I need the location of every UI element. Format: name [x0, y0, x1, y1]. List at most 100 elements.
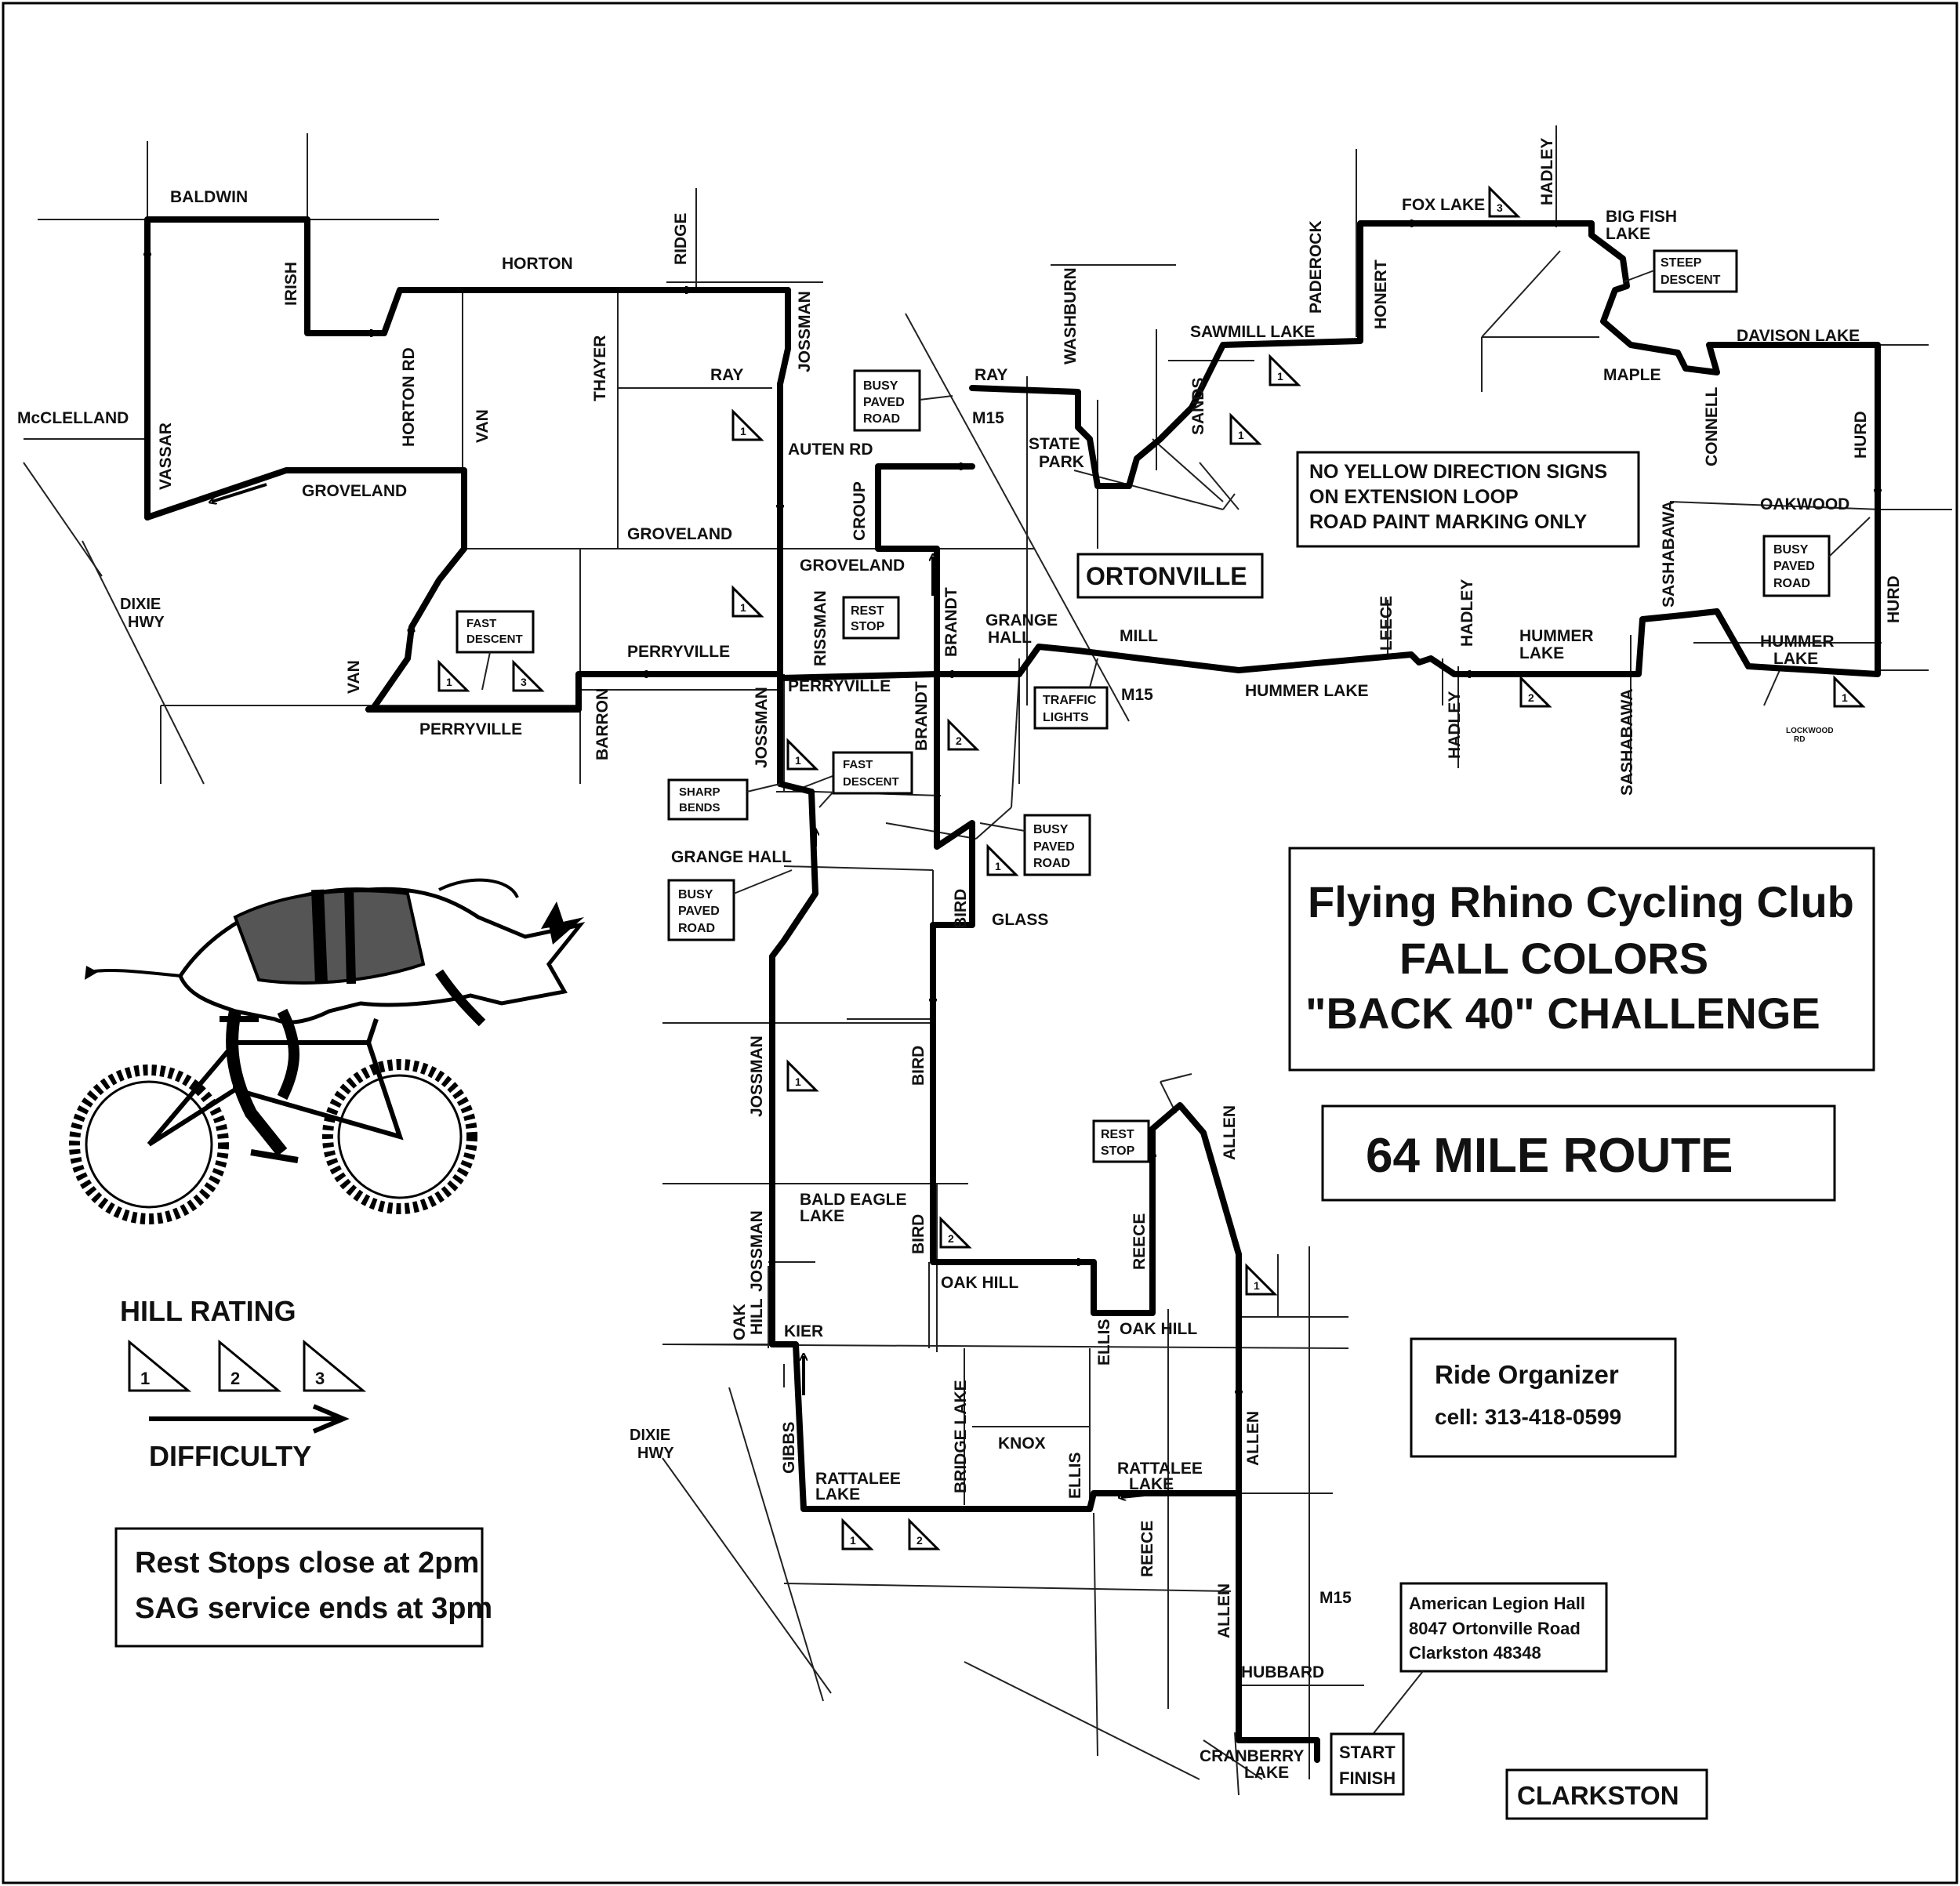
hill-marker-1: 1 [841, 1518, 874, 1551]
road-rattalee-lake-east-1: RATTALEE [1117, 1460, 1203, 1478]
svg-text:ROAD: ROAD [863, 412, 900, 426]
svg-text:CLARKSTON: CLARKSTON [1517, 1781, 1679, 1810]
road-hummer-lake-mid-2: LAKE [1519, 644, 1564, 662]
svg-text:3: 3 [1497, 201, 1503, 214]
hill-marker-2: 2 [908, 1518, 941, 1551]
road-oak-hill-v-2: HILL [748, 1298, 766, 1335]
road-ray-east: RAY [975, 366, 1007, 384]
svg-text:DESCENT: DESCENT [466, 633, 523, 646]
svg-text:Clarkston 48348: Clarkston 48348 [1409, 1643, 1541, 1663]
road-rissman: RISSMAN [811, 590, 829, 666]
hill-markers: 1 1 1 3 1 2 1 1 2 1 1 2 1 1 3 2 1 [437, 185, 1866, 1551]
svg-text:BUSY: BUSY [863, 379, 898, 393]
road-m15-middle: M15 [1121, 686, 1153, 704]
road-grange-hall: GRANGE HALL [671, 848, 792, 866]
road-kier: KIER [784, 1322, 823, 1340]
callouts: BUSY PAVED ROAD FAST DESCENT REST STOP T… [456, 249, 1871, 1163]
road-oak-hill-v-1: OAK [731, 1304, 749, 1340]
road-perryville-east: PERRYVILLE [788, 677, 891, 695]
road-hummer-lake-east-1: HUMMER [1760, 633, 1835, 651]
svg-text:Flying Rhino Cycling Club: Flying Rhino Cycling Club [1308, 877, 1854, 927]
hill-marker-1: 1 [786, 1059, 819, 1092]
road-hubbard: HUBBARD [1241, 1663, 1324, 1681]
svg-text:FALL COLORS: FALL COLORS [1399, 934, 1708, 983]
svg-text:Ride Organizer: Ride Organizer [1435, 1360, 1619, 1389]
svg-text:1: 1 [446, 676, 452, 688]
road-knox: KNOX [998, 1434, 1046, 1453]
svg-text:Rest Stops close at 2pm: Rest Stops close at 2pm [135, 1547, 479, 1580]
svg-text:2: 2 [916, 1534, 923, 1547]
svg-text:NO YELLOW DIRECTION SIGNS: NO YELLOW DIRECTION SIGNS [1309, 461, 1607, 483]
svg-text:1: 1 [795, 1075, 801, 1088]
callout-busy-paved-road-bird: BUSY PAVED ROAD [979, 814, 1091, 876]
hill-marker-2: 2 [947, 718, 980, 751]
svg-text:1: 1 [1277, 370, 1283, 383]
hill-marker-2: 2 [1519, 675, 1552, 708]
road-bird: BIRD [909, 1046, 927, 1086]
svg-text:LIGHTS: LIGHTS [1043, 711, 1089, 724]
hill-marker-1: 1 [986, 843, 1019, 876]
road-jossman-north: JOSSMAN [796, 291, 814, 372]
route-distance-box: 64 MILE ROUTE [1321, 1104, 1836, 1202]
road-auten-rd: AUTEN RD [788, 441, 873, 459]
svg-text:1: 1 [740, 601, 746, 614]
road-bird-south: BIRD [909, 1214, 927, 1254]
road-allen-north: ALLEN [1221, 1105, 1239, 1160]
road-hurd: HURD [1885, 575, 1903, 623]
svg-text:BUSY: BUSY [1773, 543, 1809, 557]
road-state-park-2: PARK [1039, 453, 1084, 471]
road-perryville-west: PERRYVILLE [419, 720, 522, 738]
legend-rating-3: 3 [303, 1339, 367, 1392]
road-dixie-hwy-south-1: DIXIE [630, 1427, 670, 1444]
rest-notice-box: Rest Stops close at 2pm SAG service ends… [114, 1527, 492, 1648]
road-leece: LEECE [1377, 596, 1396, 651]
town-ortonville: ORTONVILLE [1076, 553, 1264, 599]
road-dixie-hwy-2: HWY [128, 614, 165, 631]
hill-marker-1: 1 [1245, 1263, 1278, 1296]
road-ray: RAY [710, 366, 743, 384]
svg-text:64 MILE ROUTE: 64 MILE ROUTE [1366, 1129, 1733, 1183]
road-sands: SANDS [1189, 377, 1207, 435]
road-rattalee-lake-1: RATTALEE [815, 1470, 901, 1488]
road-washburn: WASHBURN [1062, 267, 1080, 365]
svg-text:STOP: STOP [1101, 1144, 1135, 1158]
legend-rating-1: 1 [128, 1339, 192, 1392]
venue-box: American Legion Hall 8047 Ortonville Roa… [1367, 1582, 1608, 1741]
road-brandt-north: BRANDT [942, 587, 960, 657]
svg-text:1: 1 [740, 425, 746, 437]
road-oak-hill: OAK HILL [941, 1274, 1018, 1292]
callout-busy-paved-road: BUSY PAVED ROAD [853, 369, 953, 432]
svg-text:3: 3 [315, 1369, 325, 1388]
callout-fast-descent-jossman: FAST DESCENT [818, 751, 913, 808]
road-horton-rd: HORTON RD [400, 347, 418, 447]
svg-text:American Legion Hall: American Legion Hall [1409, 1594, 1585, 1613]
svg-text:SAG service ends at 3pm: SAG service ends at 3pm [135, 1592, 492, 1625]
road-bird-north: BIRD [952, 889, 970, 929]
notice-box: NO YELLOW DIRECTION SIGNS ON EXTENSION L… [1296, 451, 1640, 548]
road-rattalee-lake-east-2: LAKE [1129, 1475, 1174, 1493]
svg-text:2: 2 [948, 1232, 954, 1245]
svg-text:1: 1 [1254, 1279, 1260, 1292]
road-m15-south: M15 [1319, 1589, 1352, 1607]
svg-text:2: 2 [956, 734, 962, 747]
hill-marker-3: 3 [512, 659, 545, 692]
title-box: Flying Rhino Cycling Club FALL COLORS "B… [1288, 847, 1875, 1072]
svg-text:3: 3 [521, 676, 527, 688]
road-ridge: RIDGE [672, 212, 690, 265]
svg-text:HILL RATING: HILL RATING [120, 1295, 296, 1327]
svg-text:ROAD: ROAD [678, 922, 715, 935]
road-hadley-south: HADLEY [1446, 691, 1464, 759]
town-clarkston: CLARKSTON [1505, 1768, 1708, 1820]
svg-text:DESCENT: DESCENT [1661, 274, 1721, 287]
road-groveland: GROVELAND [627, 525, 732, 543]
svg-text:FAST: FAST [843, 758, 873, 771]
svg-text:BENDS: BENDS [679, 801, 720, 814]
road-honert: HONERT [1372, 259, 1390, 329]
callout-fast-descent-west: FAST DESCENT [456, 610, 535, 691]
svg-text:8047 Ortonville Road: 8047 Ortonville Road [1409, 1619, 1581, 1638]
road-sawmill-lake: SAWMILL LAKE [1190, 323, 1315, 341]
road-paderock: PADEROCK [1307, 220, 1325, 314]
svg-text:BUSY: BUSY [1033, 823, 1069, 836]
road-grange-hall-1: GRANGE [985, 611, 1058, 629]
